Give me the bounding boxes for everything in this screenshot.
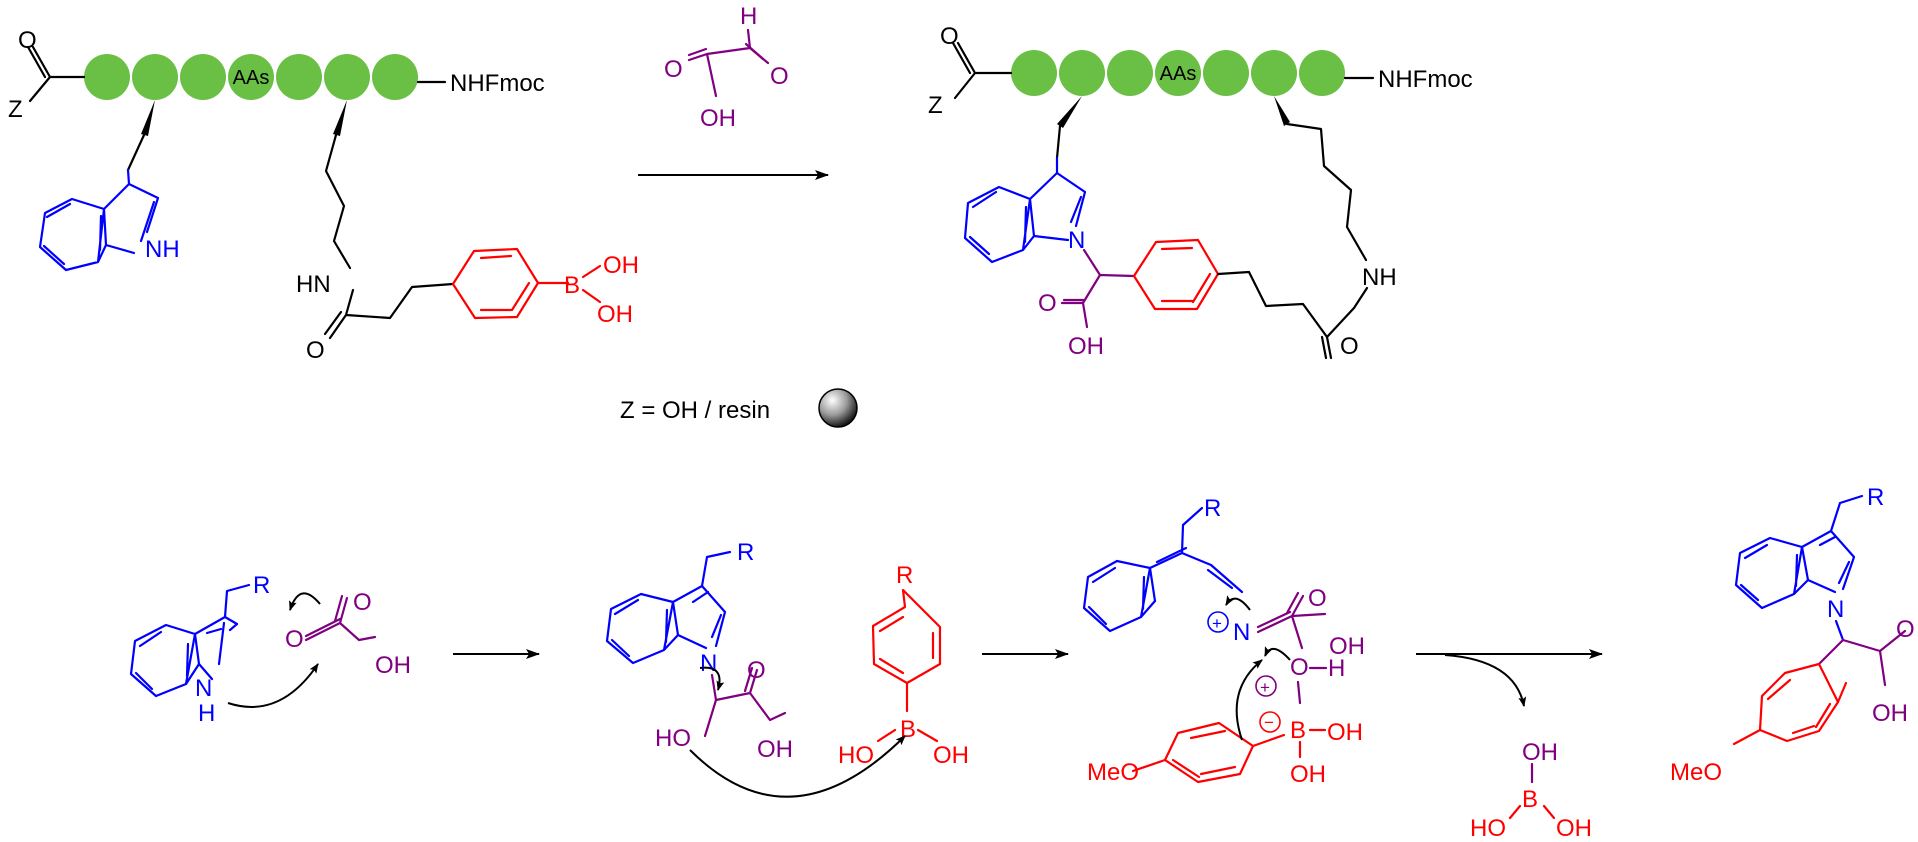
stage3-iminium-ate: R + N O OH O H + − B OH OH MeO: [1082, 495, 1365, 788]
wedge-bond: [1274, 96, 1290, 126]
s3-oh-b1: OH: [1327, 719, 1363, 746]
curved-arrow: [289, 592, 321, 611]
resin-bead-icon: [818, 388, 858, 428]
z-label: Z: [8, 96, 23, 123]
indole-ring: [963, 156, 1087, 264]
indole-nh: NH: [145, 236, 180, 263]
carbonyl-o: O: [940, 23, 959, 50]
s3-plus2: +: [1260, 678, 1270, 697]
s1-o-top: O: [353, 589, 372, 616]
stage1-indole-glyoxylic: R N H O O OH: [129, 572, 411, 727]
s2-oh-b: OH: [933, 742, 969, 769]
indole-ring: [1734, 536, 1810, 610]
bp-ho: HO: [1470, 815, 1506, 842]
z-definition: Z = OH / resin: [620, 388, 858, 428]
phenyl-ring-red: [1132, 238, 1220, 311]
s1-h: H: [198, 700, 215, 727]
s3-h: H: [1328, 655, 1345, 682]
stapled-peptide-product: AAs O Z NHFmoc N O OH NH O: [928, 23, 1473, 360]
bp-b: B: [1522, 786, 1538, 813]
anisyl-ring: [1732, 662, 1848, 746]
s3-plus1: +: [1212, 614, 1222, 633]
z-label: Z: [928, 92, 943, 119]
s2-n: N: [700, 650, 717, 677]
s2-o: O: [747, 657, 766, 684]
s3-meo: MeO: [1087, 759, 1139, 786]
bp-oh-top: OH: [1522, 739, 1558, 766]
indole-ring: [1082, 559, 1157, 633]
reagent-o-left: O: [664, 56, 683, 83]
s2-ho-b: HO: [838, 742, 874, 769]
peptide-reactant: AAs O Z NHFmoc NH HN O B OH OH: [8, 27, 639, 364]
curved-arrow: [689, 735, 906, 798]
s4-oh: OH: [1872, 700, 1908, 727]
aas-label: AAs: [1160, 63, 1197, 85]
acid-oh: OH: [1068, 333, 1104, 360]
amide-nh: NH: [1362, 264, 1397, 291]
peptide-beads: [84, 54, 418, 100]
bp-oh: OH: [1556, 815, 1592, 842]
s2-ho: HO: [655, 725, 691, 752]
s3-minus: −: [1264, 713, 1274, 732]
byproduct-arrow: [1444, 654, 1527, 707]
s3-b: B: [1290, 717, 1306, 744]
boron-b: B: [564, 272, 580, 299]
s4-o: O: [1896, 616, 1915, 643]
reagent-h: H: [740, 3, 757, 30]
boric-acid-byproduct: OH B HO OH: [1470, 739, 1592, 842]
curved-arrow: [227, 663, 319, 708]
amide-o: O: [306, 337, 325, 364]
nhfmoc-label: NHFmoc: [450, 70, 545, 97]
s2-r: R: [737, 539, 754, 566]
s2-oh: OH: [757, 736, 793, 763]
s3-r: R: [1204, 495, 1221, 522]
nhfmoc-label: NHFmoc: [1378, 66, 1473, 93]
phenyl-ring-red: [871, 588, 942, 713]
s2-aryl-r: R: [896, 562, 913, 589]
indole-n: N: [1068, 227, 1085, 254]
carbonyl-o: O: [18, 27, 37, 54]
s3-o: O: [1308, 585, 1327, 612]
wedge-bond: [141, 100, 155, 136]
z-definition-text: Z = OH / resin: [620, 397, 770, 424]
indole-ring: [38, 168, 160, 272]
s3-o-h: O: [1290, 654, 1309, 681]
s1-o-left: O: [285, 626, 304, 653]
stage4-product: R N O OH MeO: [1670, 484, 1915, 786]
reagent-oh: OH: [700, 105, 736, 132]
phenyl-ring-red: [451, 247, 570, 320]
indole-ring: [129, 622, 239, 698]
boron-oh-1: OH: [603, 252, 639, 279]
plus-charge-icon: [1207, 611, 1229, 633]
aas-label: AAs: [233, 67, 270, 89]
reagent-o-right: O: [770, 63, 789, 90]
anisyl-ring: [1131, 721, 1286, 784]
s4-meo: MeO: [1670, 759, 1722, 786]
s4-n: N: [1827, 596, 1844, 623]
wedge-bond: [333, 100, 347, 136]
s1-r: R: [253, 572, 270, 599]
s4-r: R: [1867, 484, 1884, 511]
boron-oh-2: OH: [597, 301, 633, 328]
amide-hn: HN: [296, 271, 331, 298]
plus-charge-icon: [1255, 675, 1277, 697]
s3-n: N: [1233, 619, 1250, 646]
amide-o: O: [1340, 333, 1359, 360]
curved-arrow: [1225, 595, 1251, 611]
minus-charge-icon: [1259, 711, 1281, 733]
curved-arrow: [1264, 646, 1291, 661]
s3-oh-b2: OH: [1290, 761, 1326, 788]
wedge-bond: [1057, 96, 1082, 128]
s1-oh: OH: [375, 652, 411, 679]
s3-oh: OH: [1329, 633, 1365, 660]
curved-arrow: [1235, 659, 1263, 741]
glyoxylic-acid-reagent: H O O OH: [664, 3, 789, 132]
peptide-beads: [1011, 50, 1345, 96]
s1-n: N: [195, 675, 212, 702]
stage2-intermediate: R N HO O OH R B HO OH: [605, 539, 969, 798]
indole-ring: [605, 592, 680, 665]
curved-arrow: [699, 666, 725, 691]
acid-o: O: [1038, 290, 1057, 317]
